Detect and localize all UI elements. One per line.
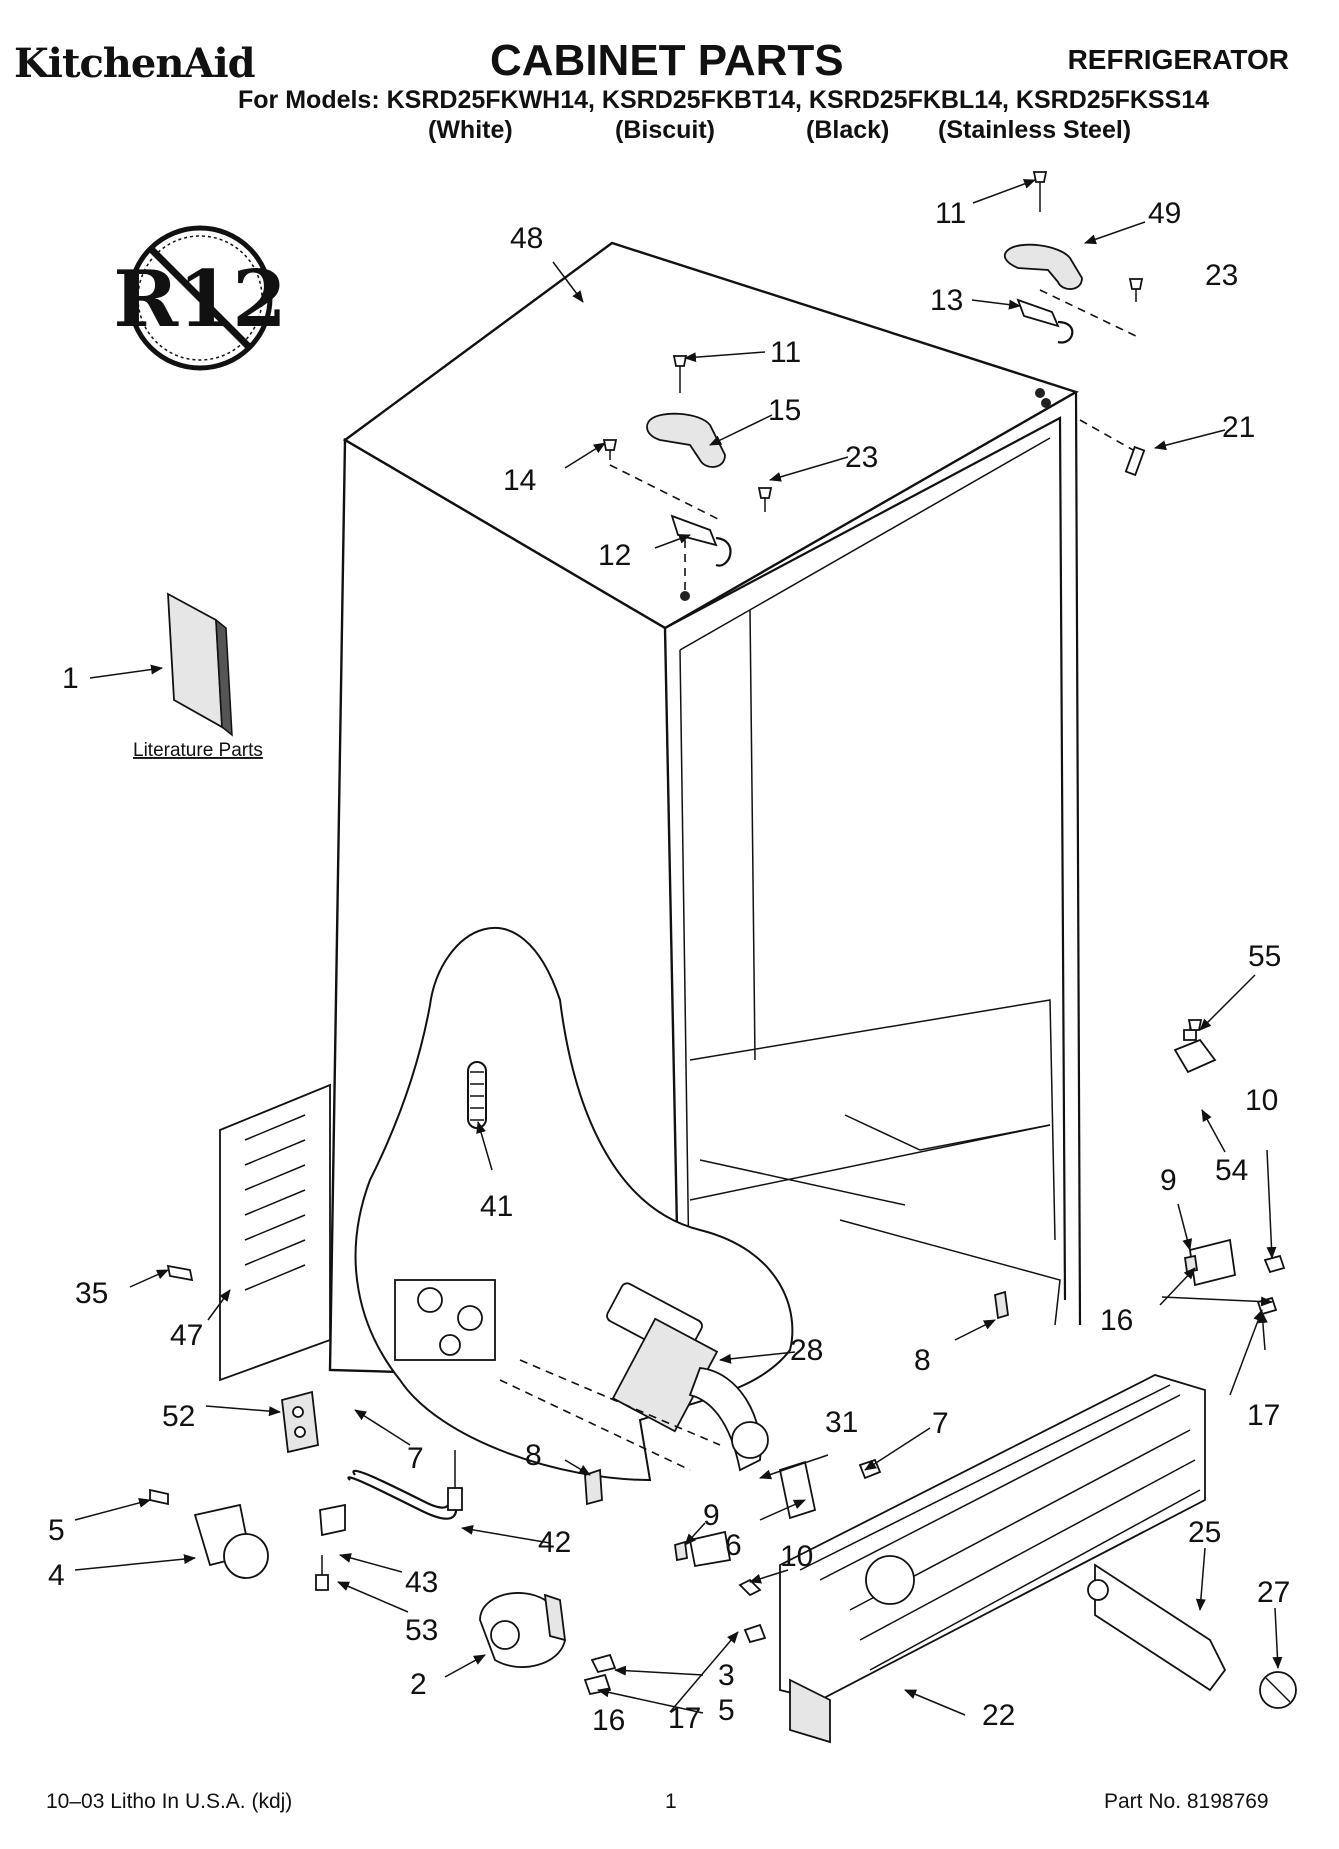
product-category: REFRIGERATOR: [1067, 44, 1289, 75]
callout-25: 25: [1188, 1516, 1221, 1549]
color-white: (White): [428, 116, 513, 144]
callout-9-right: 9: [1160, 1164, 1177, 1197]
callout-13: 13: [930, 284, 963, 317]
base-brackets: [584, 1238, 1237, 1568]
color-biscuit: (Biscuit): [615, 116, 715, 144]
callout-6: 6: [725, 1529, 742, 1562]
footer-page-number: 1: [665, 1790, 677, 1813]
callout-8-right: 8: [914, 1344, 931, 1377]
callout-28: 28: [790, 1334, 823, 1367]
callout-27: 27: [1257, 1576, 1290, 1609]
tube-clamp: [315, 1503, 346, 1591]
top-cover-bracket: [1173, 1025, 1217, 1074]
callout-12: 12: [598, 539, 631, 572]
callout-10-right: 10: [1245, 1084, 1278, 1117]
callout-10-left: 10: [780, 1540, 813, 1573]
callout-22: 22: [982, 1699, 1015, 1732]
callout-52: 52: [162, 1400, 195, 1433]
rear-access-panel: [166, 1083, 331, 1382]
footer-print-info: 10–03 Litho In U.S.A. (kdj): [46, 1790, 293, 1813]
callout-47: 47: [170, 1319, 203, 1352]
callout-2: 2: [410, 1668, 427, 1701]
callout-11-center: 11: [770, 336, 801, 369]
callout-31: 31: [825, 1406, 858, 1439]
callout-53: 53: [405, 1614, 438, 1647]
callout-48: 48: [510, 222, 543, 255]
callout-17-left: 17: [668, 1702, 701, 1735]
left-top-hinge: [602, 355, 773, 601]
callout-14: 14: [503, 464, 536, 497]
no-r12-badge: R12: [113, 225, 287, 371]
callout-23-top: 23: [1205, 259, 1238, 292]
callout-5-left: 5: [48, 1514, 65, 1547]
water-tube: [347, 1450, 463, 1520]
front-grille: [779, 1374, 1206, 1744]
callout-4: 4: [48, 1559, 65, 1592]
callout-35: 35: [75, 1277, 108, 1310]
color-stainless: (Stainless Steel): [938, 116, 1132, 144]
filter-cap: [1259, 1671, 1297, 1709]
callout-7-left: 7: [407, 1442, 424, 1475]
literature-label: Literature Parts: [133, 740, 263, 761]
callout-16-left: 16: [592, 1704, 625, 1737]
callout-16-right: 16: [1100, 1304, 1133, 1337]
callout-17-right: 17: [1247, 1399, 1280, 1432]
callout-21: 21: [1222, 411, 1255, 444]
callout-8-left: 8: [525, 1439, 542, 1472]
color-black: (Black): [806, 116, 890, 144]
footer-part-number: Part No. 8198769: [1104, 1790, 1269, 1813]
callout-43: 43: [405, 1566, 438, 1599]
callout-55: 55: [1248, 940, 1281, 973]
water-filter: [1087, 1563, 1227, 1692]
callout-3: 3: [718, 1659, 735, 1692]
callout-15: 15: [768, 394, 801, 427]
callout-labels: 1 2 3 4 5 5 6 7 7 8 8 9 9 10 10 11 11 12…: [48, 197, 1290, 1737]
callout-arrows: [74, 179, 1283, 1716]
front-roller-bracket: [479, 1592, 567, 1668]
literature-booklet: Literature Parts: [133, 592, 263, 761]
hinge-bracket-left: [281, 1390, 319, 1454]
cutaway-view: [354, 927, 794, 1482]
callout-23-center: 23: [845, 441, 878, 474]
callout-41: 41: [480, 1190, 513, 1223]
callout-54: 54: [1215, 1154, 1248, 1187]
callout-49: 49: [1148, 197, 1181, 230]
rear-roller: [149, 1488, 269, 1579]
model-list: For Models: KSRD25FKWH14, KSRD25FKBT14, …: [238, 86, 1210, 114]
callout-7-right: 7: [932, 1407, 949, 1440]
right-top-hinge: [1003, 171, 1146, 477]
page-title: CABINET PARTS: [490, 36, 844, 85]
callout-9-left: 9: [703, 1499, 720, 1532]
callout-5-bottom: 5: [718, 1694, 735, 1727]
brand-logo: KitchenAid: [14, 40, 256, 87]
callout-42: 42: [538, 1526, 571, 1559]
callout-11-top: 11: [935, 197, 966, 230]
callout-1: 1: [62, 662, 79, 695]
